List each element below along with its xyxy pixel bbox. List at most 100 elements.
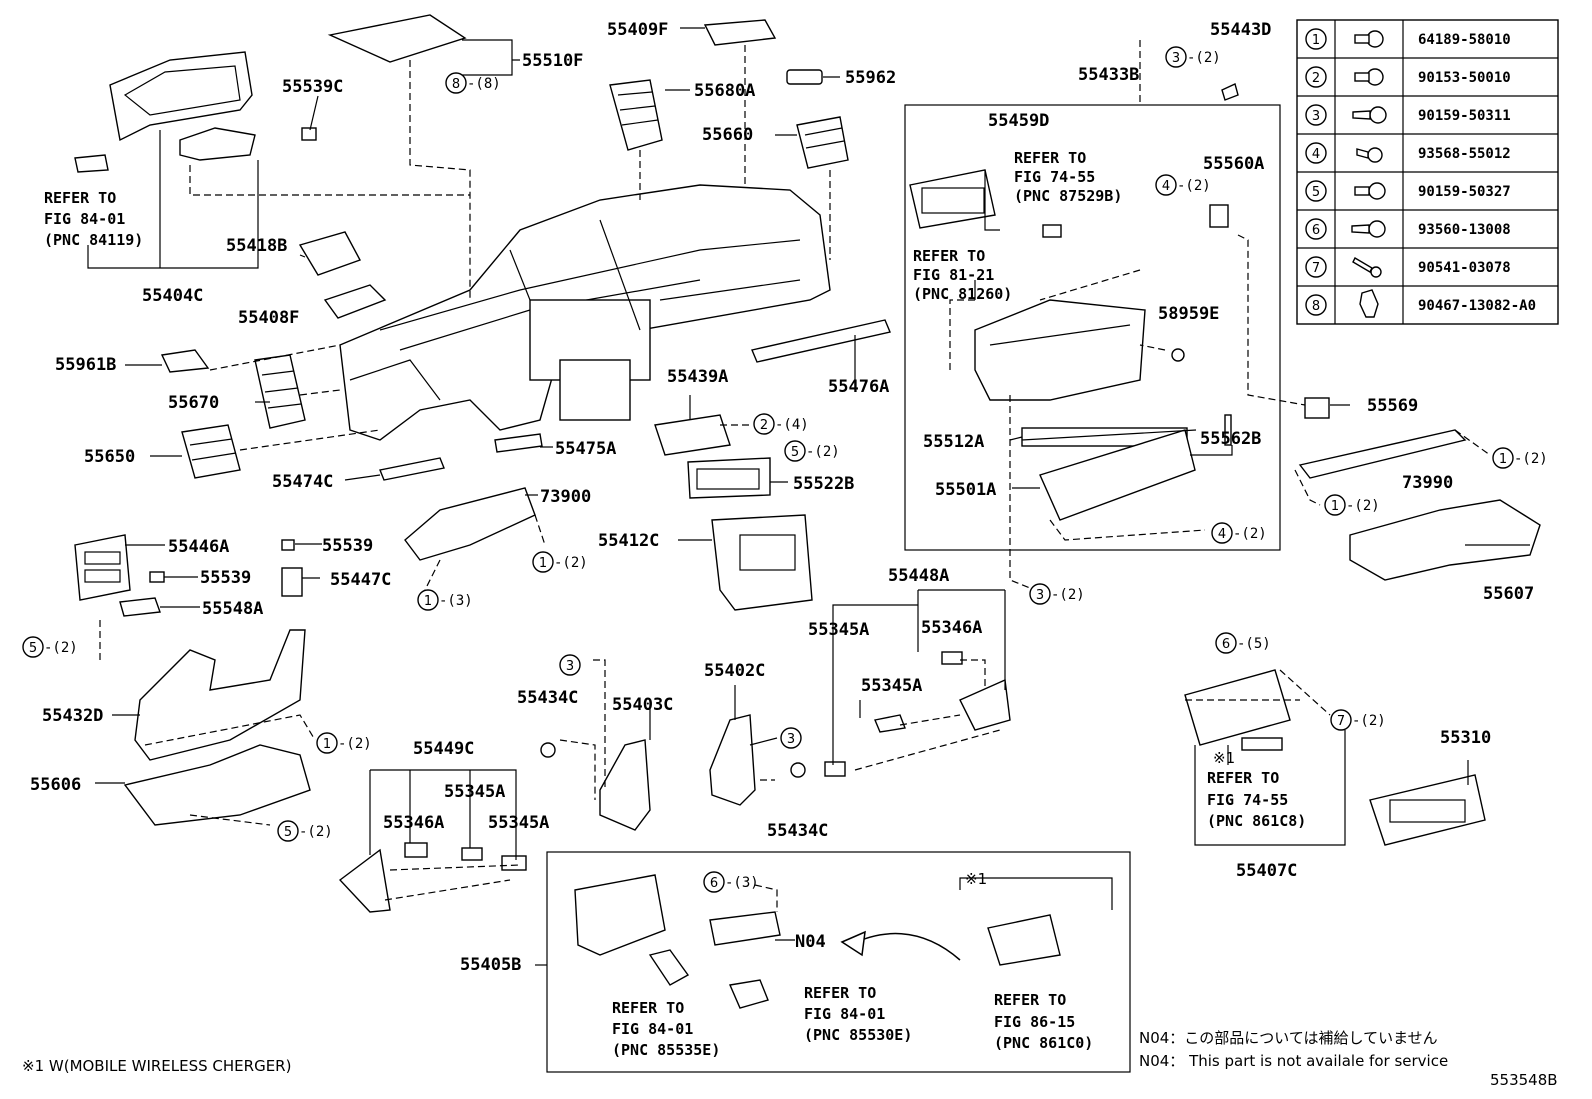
svg-text:(PNC 81260): (PNC 81260) [913,285,1012,303]
center-cluster-55412c [711,514,813,611]
callouts: 8-(8) 3-(2) 4-(2) 2-(4) 5-(2) 1-(2) 1-(3… [22,46,1548,893]
ref-note-84119: REFER TO FIG 84-01 (PNC 84119) [44,189,143,249]
callout-1c: 1 -(2) [1492,447,1548,469]
callout-7a: 7-(2) [1330,709,1386,731]
label-55650: 55650 [84,447,135,467]
screw-55434c-a [540,742,556,758]
label-55446a: 55446A [168,537,229,557]
connector-55475a [494,433,543,453]
label-55501a: 55501A [935,480,996,500]
label-55405b: 55405B [460,955,521,975]
bracket-73900 [404,487,536,561]
svg-text:2: 2 [1312,71,1320,86]
label-55447c: 55447C [330,570,391,590]
label-55660: 55660 [702,125,753,145]
mark-x1-b: ※1 [965,870,987,888]
clip-55345a-b [874,714,906,733]
clip-55539c [301,127,317,141]
label-55607: 55607 [1483,584,1534,604]
label-55403c: 55403C [612,695,673,715]
table-row: 5 90159-50327 [1305,180,1511,202]
callout-1a: 1-(2) [532,551,588,573]
pin-icon [1352,257,1382,278]
bracket-73990 [1298,429,1467,479]
callout-3d: 3 [780,727,802,749]
svg-text:4: 4 [1162,179,1170,194]
label-55522b: 55522B [793,474,854,494]
clip-55345a-c [461,847,483,861]
switch-55961b [160,349,210,373]
callout-1d: 1-(2) [1324,494,1380,516]
ref-note-81260: REFER TO FIG 81-21 (PNC 81260) [913,247,1012,303]
table-row: 7 90541-03078 [1305,256,1511,278]
svg-text:1: 1 [1331,499,1339,514]
vent-55650 [181,424,241,479]
svg-text:REFER TO: REFER TO [804,984,876,1002]
label-55345a-4: 55345A [488,813,549,833]
ref-note-85535e: REFER TO FIG 84-01 (PNC 85535E) [612,999,720,1059]
label-55680a: 55680A [694,81,755,101]
callout-6a: 6-(5) [1215,632,1271,654]
panel-55522b [687,457,771,499]
label-55346a-1: 55346A [921,618,982,638]
svg-text:90159-50327: 90159-50327 [1418,184,1511,200]
svg-text:1: 1 [1499,452,1507,467]
clip-55345a-d [501,855,527,871]
pin-55562b [1224,414,1232,446]
svg-text:3: 3 [787,732,795,747]
label-55409f: 55409F [607,20,668,40]
svg-text:-(2): -(2) [1051,587,1085,603]
label-55432d: 55432D [42,706,103,726]
bracket-55448a [959,678,1011,731]
svg-text:REFER TO: REFER TO [612,999,684,1017]
label-55448a: 55448A [888,566,949,586]
bolt-icon [1354,182,1386,200]
svg-text:-(2): -(2) [1514,451,1548,467]
svg-text:2: 2 [760,418,768,433]
side-panel-55403c [599,739,651,831]
svg-text:5: 5 [29,641,37,656]
callout-4b: 4-(2) [1211,522,1267,544]
svg-text:4: 4 [1218,527,1226,542]
svg-text:93560-13008: 93560-13008 [1418,222,1511,238]
tray-55407c [1184,669,1291,746]
svg-text:3: 3 [1036,588,1044,603]
svg-text:REFER TO: REFER TO [44,189,116,207]
svg-text:6: 6 [710,876,718,891]
svg-text:8: 8 [452,77,460,92]
label-n04: N04 [795,932,826,952]
svg-text:1: 1 [424,594,432,609]
svg-text:(PNC 85535E): (PNC 85535E) [612,1041,720,1059]
ref-note-861c0: REFER TO FIG 86-15 (PNC 861C0) [994,991,1093,1052]
table-row: 8 90467-13082-A0 [1305,289,1536,318]
svg-text:REFER TO: REFER TO [994,991,1066,1009]
label-55474c: 55474C [272,472,333,492]
label-55404c: 55404C [142,286,203,306]
svg-text:FIG 81-21: FIG 81-21 [913,266,994,284]
side-panel-55402c [709,714,756,806]
label-55434c-2: 55434C [767,821,828,841]
callout-5c: 5-(2) [277,820,333,842]
label-55560a: 55560A [1203,154,1264,174]
label-58959e: 58959E [1158,304,1219,324]
label-55443d: 55443D [1210,20,1271,40]
dashed-lines [99,40,1491,912]
cluster-panel-top [327,14,467,63]
label-55562b: 55562B [1200,429,1261,449]
trim-bar-55476a [751,319,891,363]
svg-text:5: 5 [284,825,292,840]
ref-note-85530e: REFER TO FIG 84-01 (PNC 85530E) [804,984,912,1044]
reinforcement-55606 [123,744,311,826]
svg-text:-(2): -(2) [1187,50,1221,66]
label-55606: 55606 [30,775,81,795]
svg-text:REFER TO: REFER TO [913,247,985,265]
clip-55548a [119,597,161,617]
ref-note-861c8: REFER TO FIG 74-55 (PNC 861C8) [1207,769,1306,830]
label-55548a: 55548A [202,599,263,619]
label-55961b: 55961B [55,355,116,375]
socket-85530e [729,979,769,1009]
instrument-panel-body [339,184,831,441]
lower-panel-55432d [134,629,306,761]
svg-text:-(4): -(4) [775,417,809,433]
svg-text:1: 1 [1312,33,1320,48]
